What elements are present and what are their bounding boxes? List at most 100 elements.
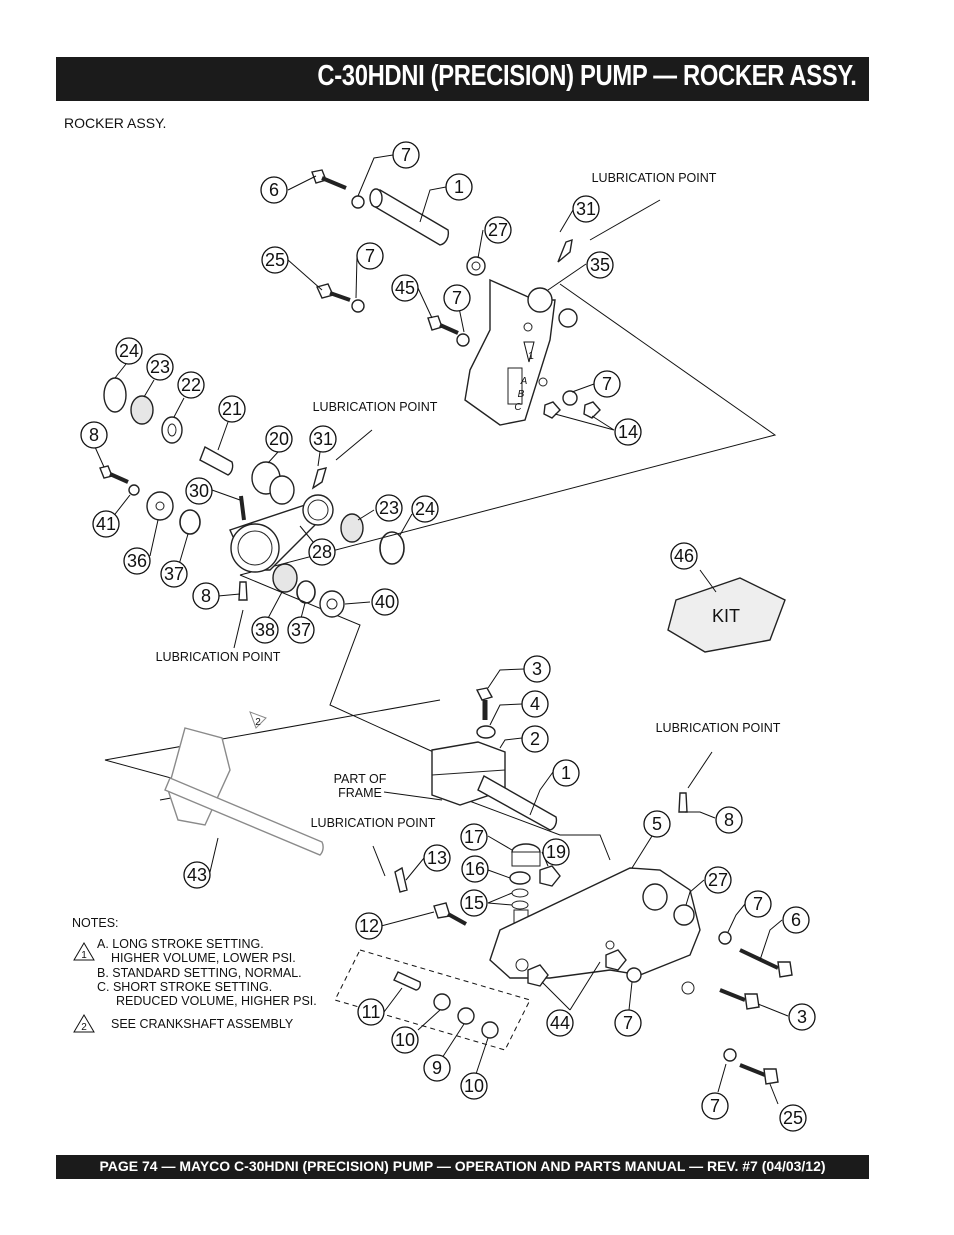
callout-bubble: 7 xyxy=(614,1009,642,1037)
callout-bubble: 5 xyxy=(643,810,671,838)
svg-text:31: 31 xyxy=(313,429,333,449)
callout-bubble: 45 xyxy=(391,274,419,302)
lubrication-point-label: LUBRICATION POINT xyxy=(592,171,717,185)
callout-bubble: 20 xyxy=(265,425,293,453)
svg-text:16: 16 xyxy=(465,859,485,879)
callout-bubble: 8 xyxy=(192,582,220,610)
note-line: SEE CRANKSHAFT ASSEMBLY xyxy=(111,1017,294,1031)
svg-text:10: 10 xyxy=(464,1076,484,1096)
callout-bubble: 22 xyxy=(177,371,205,399)
callout-bubble: 6 xyxy=(260,176,288,204)
page-title: C-30HDNI (PRECISION) PUMP — ROCKER ASSY. xyxy=(317,60,858,92)
svg-text:9: 9 xyxy=(432,1058,442,1078)
svg-text:3: 3 xyxy=(797,1007,807,1027)
svg-text:7: 7 xyxy=(602,374,612,394)
note-marker: 2 xyxy=(81,1022,87,1033)
callout-bubble: 10 xyxy=(460,1072,488,1100)
setting-letter: C xyxy=(514,402,522,413)
svg-text:35: 35 xyxy=(590,255,610,275)
callout-bubble: 23 xyxy=(146,353,174,381)
callout-bubble: 46 xyxy=(670,542,698,570)
svg-text:25: 25 xyxy=(783,1108,803,1128)
svg-text:46: 46 xyxy=(674,546,694,566)
callout-bubble: 35 xyxy=(586,251,614,279)
lower-bracket-parts xyxy=(393,577,793,1085)
callout-bubble: 40 xyxy=(371,588,399,616)
setting-letter: A xyxy=(520,376,528,387)
callout-bubble: 41 xyxy=(92,510,120,538)
lubrication-labels: LUBRICATION POINT LUBRICATION POINT LUBR… xyxy=(156,171,781,877)
svg-text:30: 30 xyxy=(189,481,209,501)
footer-text: PAGE 74 — MAYCO C-30HDNI (PRECISION) PUM… xyxy=(99,1158,826,1174)
callout-bubble: 28 xyxy=(308,538,336,566)
callout-bubble: 27 xyxy=(484,216,512,244)
svg-text:23: 23 xyxy=(150,357,170,377)
callout-bubble: 15 xyxy=(460,889,488,917)
svg-text:7: 7 xyxy=(452,288,462,308)
svg-text:10: 10 xyxy=(395,1030,415,1050)
lubrication-point-label: LUBRICATION POINT xyxy=(313,400,438,414)
svg-text:5: 5 xyxy=(652,814,662,834)
note-line: HIGHER VOLUME, LOWER PSI. xyxy=(111,951,296,965)
callout-bubble: 36 xyxy=(123,547,151,575)
callout-bubble: 8 xyxy=(80,421,108,449)
callout-bubble: 7 xyxy=(443,284,471,312)
callout-bubble: 30 xyxy=(185,477,213,505)
svg-text:36: 36 xyxy=(127,551,147,571)
callout-bubble: 21 xyxy=(218,395,246,423)
callout-bubble: 19 xyxy=(542,838,570,866)
section-subtitle: ROCKER ASSY. xyxy=(64,115,167,131)
callout-bubble: 7 xyxy=(392,141,420,169)
callout-bubble: 10 xyxy=(391,1026,419,1054)
svg-text:19: 19 xyxy=(546,842,566,862)
note-line: REDUCED VOLUME, HIGHER PSI. xyxy=(116,994,317,1008)
callout-bubbles: 7 6 1 27 31 25 7 45 7 35 7 14 24 23 22 2… xyxy=(80,141,816,1132)
footer-bar: PAGE 74 — MAYCO C-30HDNI (PRECISION) PUM… xyxy=(56,1155,869,1179)
svg-text:25: 25 xyxy=(265,250,285,270)
svg-text:7: 7 xyxy=(365,246,375,266)
svg-text:15: 15 xyxy=(464,893,484,913)
svg-text:41: 41 xyxy=(96,514,116,534)
svg-text:14: 14 xyxy=(618,422,638,442)
note-marker: 2 xyxy=(255,717,261,728)
note-marker: 1 xyxy=(81,950,87,961)
callout-bubble: 38 xyxy=(251,616,279,644)
callout-bubble: 37 xyxy=(287,616,315,644)
lubrication-point-label: LUBRICATION POINT xyxy=(311,816,436,830)
lubrication-point-label: LUBRICATION POINT xyxy=(156,650,281,664)
svg-text:27: 27 xyxy=(708,870,728,890)
callout-bubble: 24 xyxy=(115,337,143,365)
callout-bubble: 31 xyxy=(309,425,337,453)
callout-bubble: 1 xyxy=(445,173,473,201)
note-line: C. SHORT STROKE SETTING. xyxy=(97,980,272,994)
svg-text:17: 17 xyxy=(464,827,484,847)
callout-bubble: 7 xyxy=(701,1092,729,1120)
callout-bubble: 25 xyxy=(779,1104,807,1132)
svg-text:38: 38 xyxy=(255,620,275,640)
callout-bubble: 3 xyxy=(523,655,551,683)
callout-bubble: 7 xyxy=(593,370,621,398)
notes-block: NOTES: 1 A. LONG STROKE SETTING. HIGHER … xyxy=(72,916,317,1033)
svg-text:4: 4 xyxy=(530,694,540,714)
svg-text:22: 22 xyxy=(181,375,201,395)
svg-text:6: 6 xyxy=(269,180,279,200)
svg-text:24: 24 xyxy=(119,341,139,361)
callout-bubble: 8 xyxy=(715,806,743,834)
callout-bubble: 7 xyxy=(356,242,384,270)
svg-text:2: 2 xyxy=(530,729,540,749)
svg-text:28: 28 xyxy=(312,542,332,562)
connecting-rod-parts xyxy=(99,377,405,618)
svg-text:11: 11 xyxy=(362,1002,381,1022)
notes-heading: NOTES: xyxy=(72,916,119,930)
callout-bubble: 3 xyxy=(788,1003,816,1031)
callout-bubble: 23 xyxy=(375,494,403,522)
svg-text:7: 7 xyxy=(710,1096,720,1116)
svg-text:1: 1 xyxy=(561,763,571,783)
note-line: B. STANDARD SETTING, NORMAL. xyxy=(97,966,302,980)
lubrication-point-label: LUBRICATION POINT xyxy=(656,721,781,735)
svg-text:8: 8 xyxy=(201,586,211,606)
svg-text:43: 43 xyxy=(187,865,207,885)
rocker-upper-parts xyxy=(311,169,601,426)
callout-bubble: 14 xyxy=(614,418,642,446)
svg-text:31: 31 xyxy=(576,199,596,219)
